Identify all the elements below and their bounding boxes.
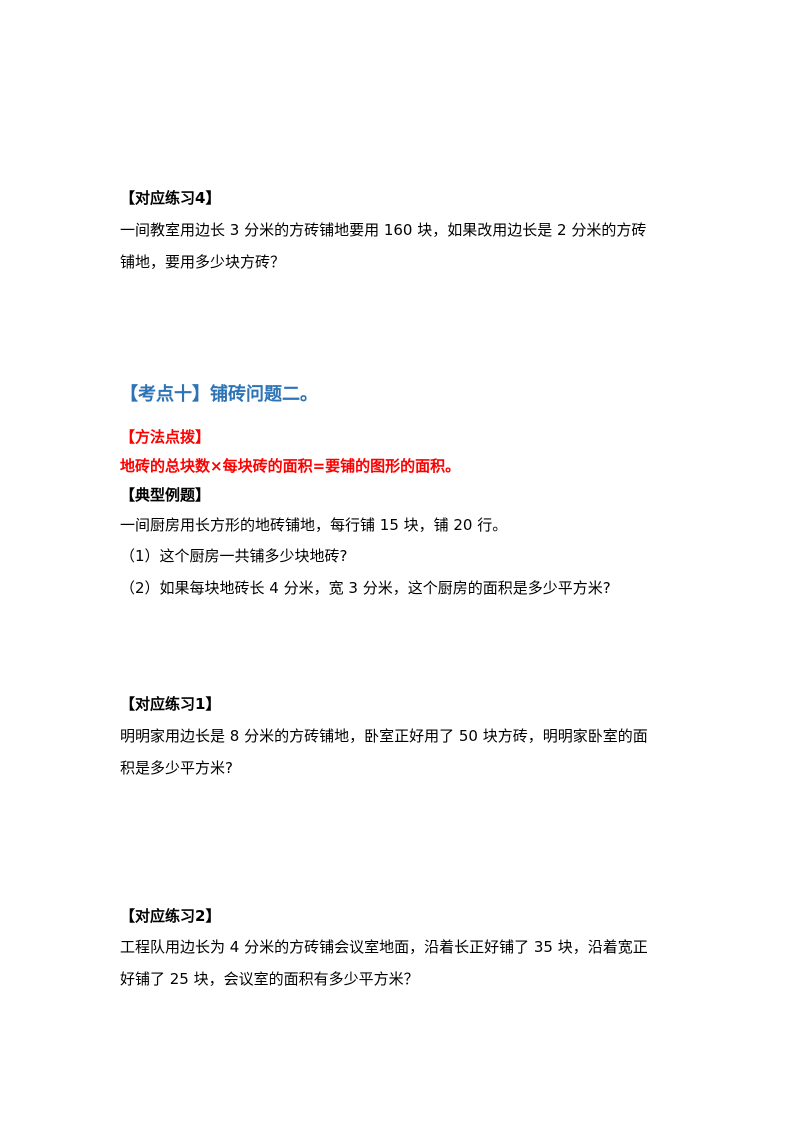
example-heading: 【典型例题】 [120, 486, 211, 504]
practice2-line2: 好铺了 25 块，会议室的面积有多少平方米？ [120, 970, 419, 988]
practice1-line1: 明明家用边长是 8 分米的方砖铺地，卧室正好用了 50 块方砖，明明家卧室的面 [120, 727, 648, 745]
example-line1: 一间厨房用长方形的地砖铺地，每行铺 15 块，铺 20 行。 [120, 516, 508, 534]
practice1-line2: 积是多少平方米? [120, 759, 233, 777]
section-title: 【考点十】铺砖问题二。 [120, 384, 318, 405]
practice4-heading: 【对应练习4】 [120, 189, 221, 207]
example-question-1: （1）这个厨房一共铺多少块地砖? [120, 547, 348, 565]
practice4-line2: 铺地，要用多少块方砖？ [120, 253, 286, 271]
practice2-heading: 【对应练习2】 [120, 907, 221, 925]
practice2-line1: 工程队用边长为 4 分米的方砖铺会议室地面，沿着长正好铺了 35 块，沿着宽正 [120, 938, 648, 956]
method-heading: 【方法点拨】 [120, 428, 211, 446]
example-question-2: （2）如果每块地砖长 4 分米，宽 3 分米，这个厨房的面积是多少平方米? [120, 579, 611, 597]
method-text: 地砖的总块数×每块砖的面积=要铺的图形的面积。 [120, 457, 461, 475]
practice4-line1: 一间教室用边长 3 分米的方砖铺地要用 160 块，如果改用边长是 2 分米的方… [120, 221, 647, 239]
practice1-heading: 【对应练习1】 [120, 695, 221, 713]
